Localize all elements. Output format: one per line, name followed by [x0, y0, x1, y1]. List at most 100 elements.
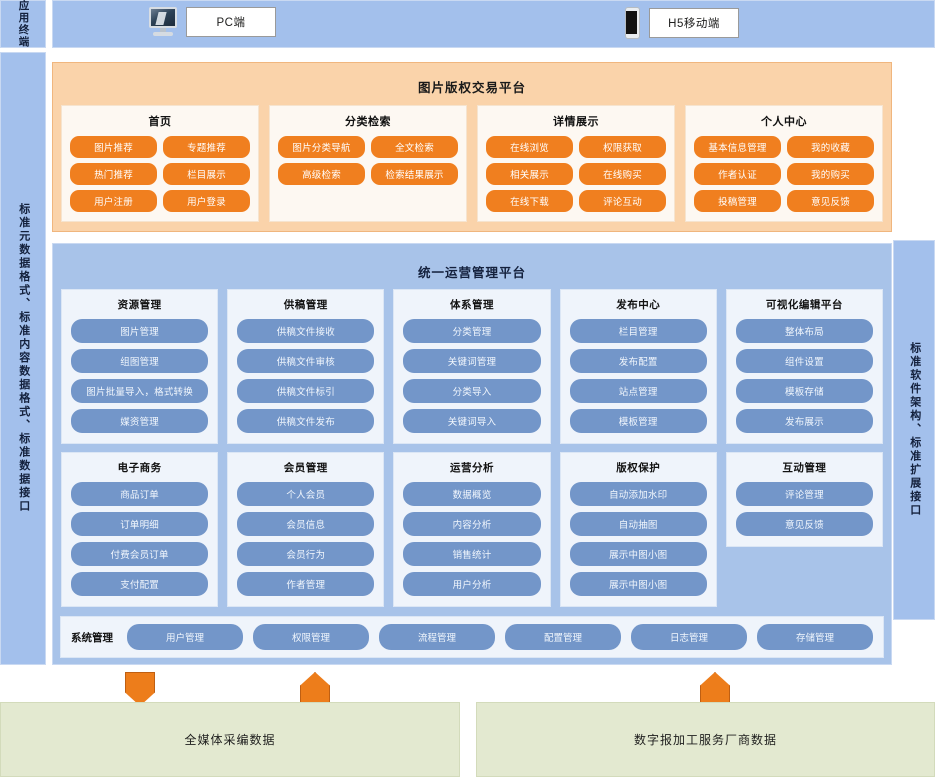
pill-item[interactable]: 组图管理	[71, 349, 209, 373]
pill-item[interactable]: 分类管理	[403, 319, 541, 343]
pill-item[interactable]: 在线浏览	[486, 136, 573, 158]
pill-item[interactable]: 权限获取	[579, 136, 666, 158]
orange-card-category-search-items: 图片分类导航 全文检索 高级检索 检索结果展示	[278, 136, 458, 185]
pill-item[interactable]: 展示中图小图	[569, 572, 707, 596]
data-source-all-media-label: 全媒体采编数据	[184, 733, 276, 747]
pill-item[interactable]: 专题推荐	[163, 136, 250, 158]
pill-item[interactable]: 内容分析	[403, 512, 541, 536]
pill-item[interactable]: 图片批量导入，格式转换	[71, 379, 209, 403]
pill-item[interactable]: 用户登录	[163, 190, 250, 212]
rail-application-terminal-label: 应用终端	[17, 0, 30, 48]
blue-card-ecommerce: 电子商务 商品订单 订单明细 付费会员订单 支付配置	[61, 452, 219, 607]
pill-item[interactable]: 图片推荐	[70, 136, 157, 158]
blue-card-system-taxonomy-management: 体系管理 分类管理 关键词管理 分类导入 关键词导入	[393, 289, 551, 444]
blue-card-system-taxonomy-management-title: 体系管理	[450, 299, 494, 311]
pill-item[interactable]: 供稿文件标引	[237, 379, 375, 403]
rail-standard-data: 标准元数据格式、标准内容数据格式、标准数据接口	[0, 52, 46, 665]
pill-item[interactable]: 日志管理	[631, 624, 747, 650]
blue-card-visual-editing-platform-title: 可视化编辑平台	[765, 299, 843, 311]
orange-card-detail-display: 详情展示 在线浏览 权限获取 相关展示 在线购买 在线下载 评论互动	[477, 105, 675, 222]
pill-item[interactable]: 评论互动	[579, 190, 666, 212]
pill-item[interactable]: 意见反馈	[735, 512, 874, 536]
arrow-up-icon	[300, 672, 330, 706]
pill-item[interactable]: 栏目展示	[163, 163, 250, 185]
orange-card-home-items: 图片推荐 专题推荐 热门推荐 栏目展示 用户注册 用户登录	[70, 136, 250, 212]
pill-item[interactable]: 供稿文件发布	[237, 409, 375, 433]
pill-item[interactable]: 热门推荐	[70, 163, 157, 185]
pill-item[interactable]: 展示中图小图	[569, 542, 707, 566]
pill-item[interactable]: 商品订单	[71, 482, 209, 506]
pill-item[interactable]: 流程管理	[379, 624, 495, 650]
data-source-digital-newspaper-vendor: 数字报加工服务厂商数据	[476, 702, 935, 777]
orange-card-category-search-title: 分类检索	[345, 116, 391, 128]
pill-item[interactable]: 模板存储	[735, 379, 874, 403]
pill-item[interactable]: 分类导入	[403, 379, 541, 403]
pill-item[interactable]: 全文检索	[371, 136, 458, 158]
blue-card-resource-management: 资源管理 图片管理 组图管理 图片批量导入，格式转换 媒资管理	[61, 289, 219, 444]
pill-item[interactable]: 配置管理	[505, 624, 621, 650]
pill-item[interactable]: 投稿管理	[694, 190, 781, 212]
blue-card-operation-analysis: 运营分析 数据概览 内容分析 销售统计 用户分析	[393, 452, 551, 607]
pill-item[interactable]: 付费会员订单	[71, 542, 209, 566]
orange-card-home: 首页 图片推荐 专题推荐 热门推荐 栏目展示 用户注册 用户登录	[61, 105, 259, 222]
pill-item[interactable]: 作者认证	[694, 163, 781, 185]
pill-item[interactable]: 用户注册	[70, 190, 157, 212]
blue-platform-title: 统一运营管理平台	[417, 266, 526, 280]
orange-card-detail-display-items: 在线浏览 权限获取 相关展示 在线购买 在线下载 评论互动	[486, 136, 666, 212]
pill-item[interactable]: 数据概览	[403, 482, 541, 506]
pill-item[interactable]: 关键词导入	[403, 409, 541, 433]
pill-item[interactable]: 会员信息	[237, 512, 375, 536]
orange-card-personal-center: 个人中心 基本信息管理 我的收藏 作者认证 我的购买 投稿管理 意见反馈	[685, 105, 883, 222]
pill-item[interactable]: 支付配置	[71, 572, 209, 596]
pill-item[interactable]: 发布展示	[735, 409, 874, 433]
blue-card-ecommerce-title: 电子商务	[117, 462, 162, 474]
pill-item[interactable]: 个人会员	[237, 482, 375, 506]
pill-item[interactable]: 权限管理	[253, 624, 369, 650]
pill-item[interactable]: 图片管理	[71, 319, 209, 343]
pill-item[interactable]: 供稿文件接收	[237, 319, 375, 343]
pill-item[interactable]: 用户分析	[403, 572, 541, 596]
blue-row-1: 资源管理 图片管理 组图管理 图片批量导入，格式转换 媒资管理 供稿管理 供稿文…	[53, 281, 891, 444]
terminal-pc-label: PC端	[186, 7, 276, 37]
pill-item[interactable]: 存储管理	[757, 624, 873, 650]
pill-item[interactable]: 关键词管理	[403, 349, 541, 373]
pill-item[interactable]: 媒资管理	[71, 409, 209, 433]
pill-item[interactable]: 检索结果展示	[371, 163, 458, 185]
pill-item[interactable]: 我的收藏	[787, 136, 874, 158]
orange-platform-title: 图片版权交易平台	[417, 81, 526, 95]
pill-item[interactable]: 用户管理	[127, 624, 243, 650]
pill-item[interactable]: 会员行为	[237, 542, 375, 566]
pill-item[interactable]: 在线下载	[486, 190, 573, 212]
rail-application-terminal: 应用终端	[0, 0, 46, 48]
terminal-h5[interactable]: H5移动端	[625, 7, 739, 39]
arrow-up-icon	[700, 672, 730, 706]
pill-item[interactable]: 栏目管理	[569, 319, 707, 343]
pill-item[interactable]: 自动添加水印	[569, 482, 707, 506]
pill-item[interactable]: 相关展示	[486, 163, 573, 185]
pill-item[interactable]: 订单明细	[71, 512, 209, 536]
pill-item[interactable]: 图片分类导航	[278, 136, 365, 158]
pill-item[interactable]: 供稿文件审核	[237, 349, 375, 373]
pill-item[interactable]: 自动抽图	[569, 512, 707, 536]
blue-card-visual-editing-platform: 可视化编辑平台 整体布局 组件设置 模板存储 发布展示	[725, 289, 884, 444]
terminal-band: PC端 H5移动端	[52, 0, 935, 48]
pill-item[interactable]: 意见反馈	[787, 190, 874, 212]
blue-card-submission-management-title: 供稿管理	[283, 299, 328, 311]
pill-item[interactable]: 发布配置	[569, 349, 707, 373]
terminal-pc[interactable]: PC端	[149, 7, 276, 37]
pill-item[interactable]: 在线购买	[579, 163, 666, 185]
pill-item[interactable]: 销售统计	[403, 542, 541, 566]
pill-item[interactable]: 模板管理	[569, 409, 707, 433]
pill-item[interactable]: 组件设置	[735, 349, 874, 373]
orange-card-home-title: 首页	[148, 116, 172, 128]
pill-item[interactable]: 作者管理	[237, 572, 375, 596]
blue-card-resource-management-title: 资源管理	[117, 299, 162, 311]
pill-item[interactable]: 整体布局	[735, 319, 874, 343]
pill-item[interactable]: 基本信息管理	[694, 136, 781, 158]
blue-card-copyright-protection: 版权保护 自动添加水印 自动抽图 展示中图小图 展示中图小图	[559, 452, 717, 607]
pill-item[interactable]: 高级检索	[278, 163, 365, 185]
blue-card-member-management: 会员管理 个人会员 会员信息 会员行为 作者管理	[227, 452, 385, 607]
pill-item[interactable]: 我的购买	[787, 163, 874, 185]
pill-item[interactable]: 站点管理	[569, 379, 707, 403]
pill-item[interactable]: 评论管理	[735, 482, 874, 506]
